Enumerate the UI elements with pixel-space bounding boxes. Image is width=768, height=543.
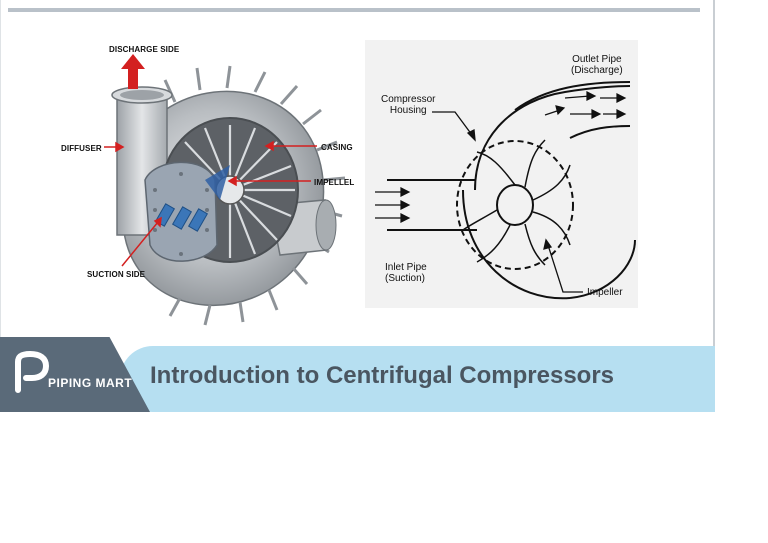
flow-arrows [375,91,627,223]
label-suction-side: SUCTION SIDE [87,270,146,279]
right-leader-lines [432,111,583,293]
blue-inlet-vanes [205,165,230,200]
label-diffuser: DIFFUSER [61,144,102,153]
label-compressor-housing: Compressor Housing [381,94,435,116]
outlet-pipe-line2: (Discharge) [571,65,623,76]
piping-mart-logo-icon [15,350,50,393]
logo-text: PIPING MART [48,376,133,390]
label-discharge-side: DISCHARGE SIDE [109,45,180,54]
suction-bolts [153,172,209,256]
title-banner [120,346,715,412]
label-outlet-pipe: Outlet Pipe (Discharge) [571,54,623,76]
schematic-vanes [462,139,571,266]
compressor-illustration [111,54,346,326]
banner-title: Introduction to Centrifugal Compressors [150,362,615,389]
outlet-pipe-line1: Outlet Pipe [572,54,622,65]
housing-line1: Compressor [381,94,436,105]
top-border [8,8,700,12]
page-frame: DISCHARGE SIDE DIFFUSER CASING IMPELLEL … [0,0,715,412]
housing-line2: Housing [389,105,427,116]
left-leader-lines [104,140,317,267]
label-impeller: Impeller [587,287,623,298]
left-border [0,0,1,412]
right-border [713,0,715,412]
compressor-schematic [375,81,636,300]
inlet-nozzles [154,203,209,232]
label-impellel: IMPELLEL [314,178,355,187]
label-casing: CASING [321,143,353,152]
inlet-pipe-line1: Inlet Pipe [385,262,427,273]
discharge-arrow [121,54,145,89]
label-inlet-pipe: Inlet Pipe (Suction) [385,262,427,284]
inlet-pipe-line2: (Suction) [385,273,426,284]
